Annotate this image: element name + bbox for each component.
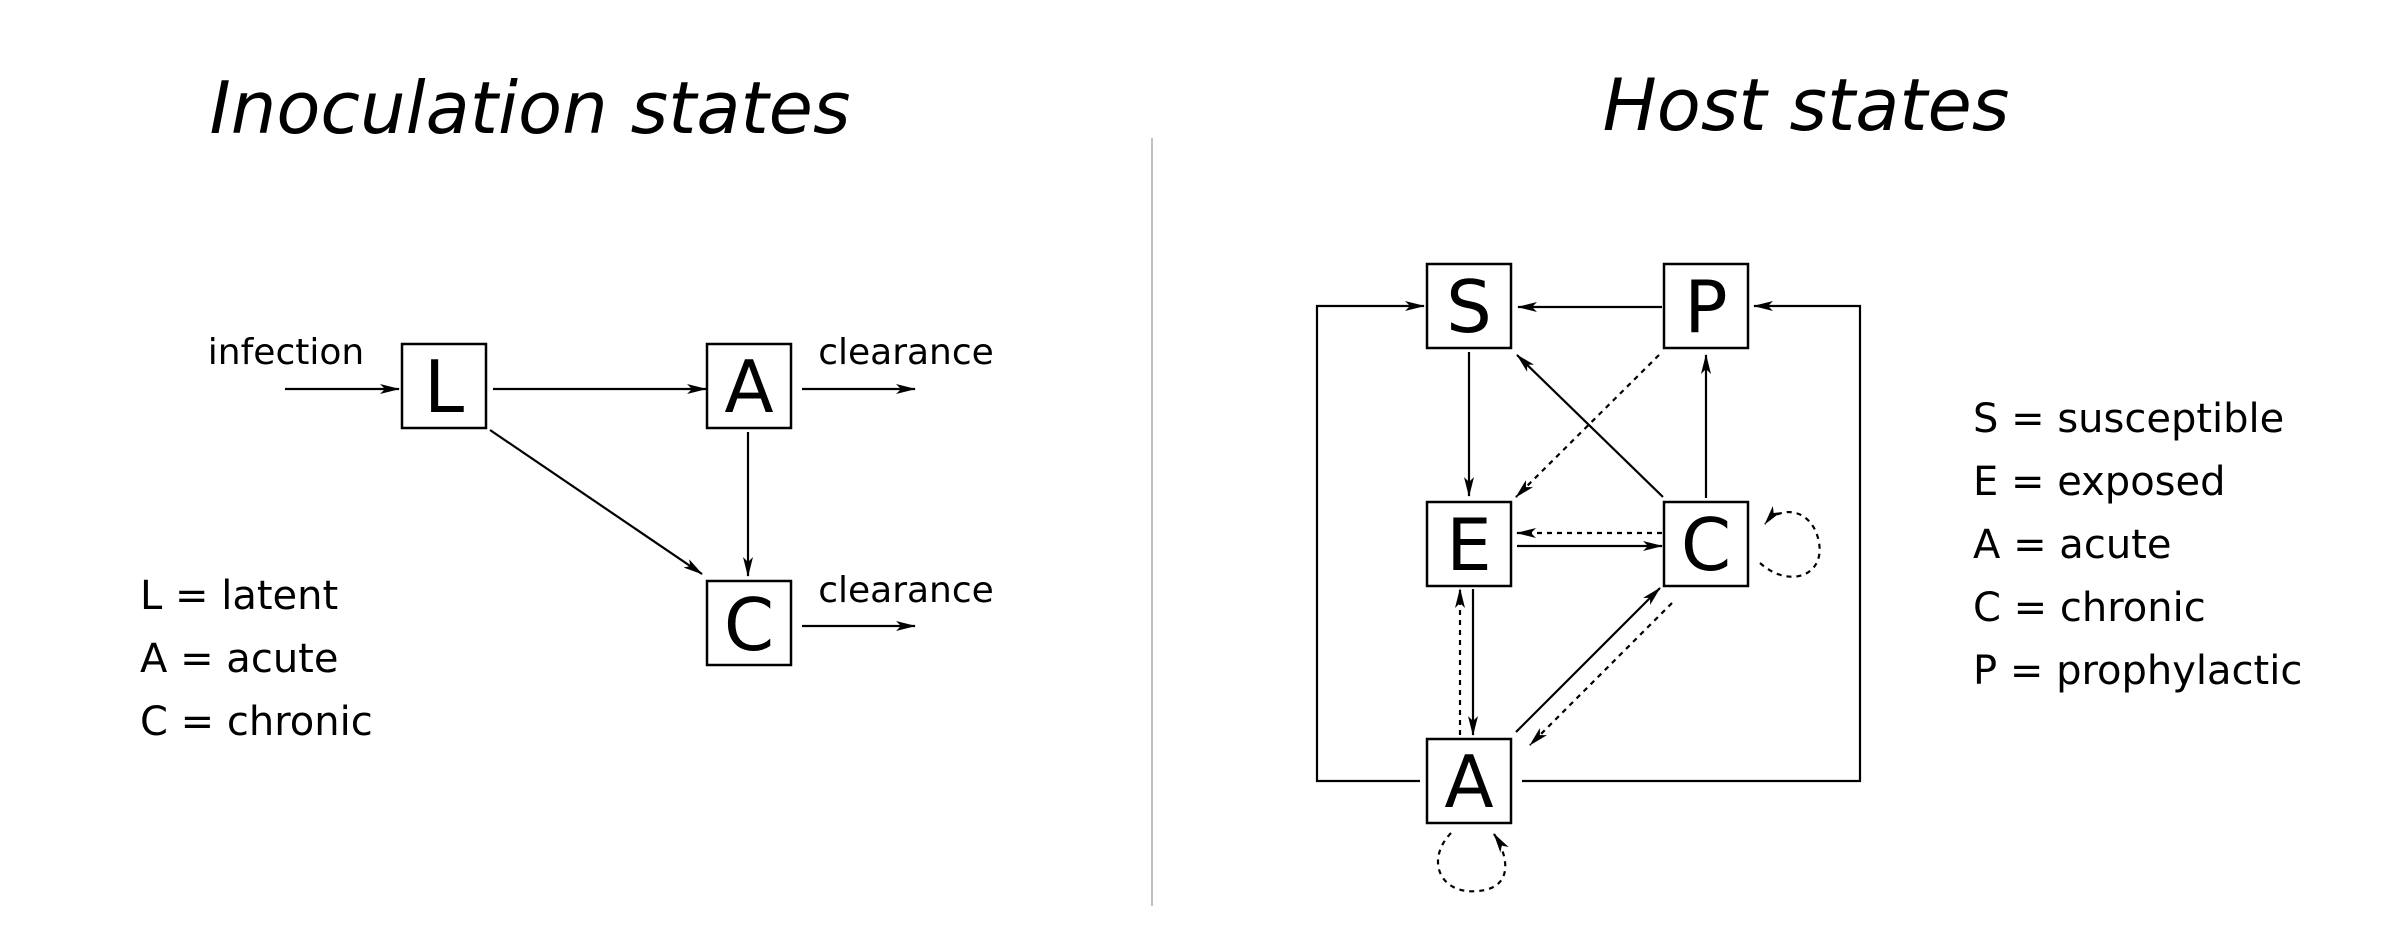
node-s-label: S — [1446, 265, 1492, 349]
legend-right-4: C = chronic — [1973, 585, 2206, 631]
node-s: S — [1425, 262, 1513, 350]
node-a: A — [705, 342, 793, 430]
host-title: Host states — [1603, 63, 2010, 147]
node-a-host: A — [1425, 737, 1513, 825]
inoculation-title: Inoculation states — [210, 66, 851, 150]
edge-a-to-c — [1515, 587, 1661, 733]
legend-left-2: A = acute — [140, 636, 338, 682]
node-l: L — [400, 342, 488, 430]
node-e: E — [1425, 500, 1513, 588]
legend-right-1: S = susceptible — [1973, 396, 2284, 442]
node-a-host-label: A — [1444, 740, 1493, 824]
legend-left-1: L = latent — [140, 573, 338, 619]
node-a-label: A — [724, 345, 773, 429]
node-c-host-label: C — [1681, 503, 1731, 587]
label-clearance-a: clearance — [818, 332, 994, 373]
legend-right-2: E = exposed — [1973, 459, 2226, 505]
node-e-label: E — [1446, 503, 1492, 587]
edge-p-to-e — [1515, 354, 1660, 498]
edge-a-to-s-loop — [1315, 301, 1425, 783]
node-l-label: L — [424, 345, 464, 429]
legend-right-3: A = acute — [1973, 522, 2171, 568]
node-p: P — [1662, 262, 1750, 350]
node-c: C — [705, 579, 793, 667]
edge-a-to-p-loop — [1522, 301, 1862, 783]
edge-c-to-a — [1529, 602, 1673, 746]
edge-l-to-c — [489, 429, 703, 575]
node-c-host: C — [1662, 500, 1750, 588]
legend-right-5: P = prophylactic — [1973, 648, 2302, 694]
edge-a-self-loop — [1436, 832, 1509, 893]
edge-c-self-loop — [1759, 505, 1821, 578]
node-c-label: C — [724, 583, 774, 667]
edge-c-to-s — [1516, 354, 1664, 498]
label-clearance-c: clearance — [818, 570, 994, 611]
label-infection: infection — [208, 332, 364, 373]
legend-left-3: C = chronic — [140, 699, 373, 745]
node-p-label: P — [1684, 265, 1727, 349]
